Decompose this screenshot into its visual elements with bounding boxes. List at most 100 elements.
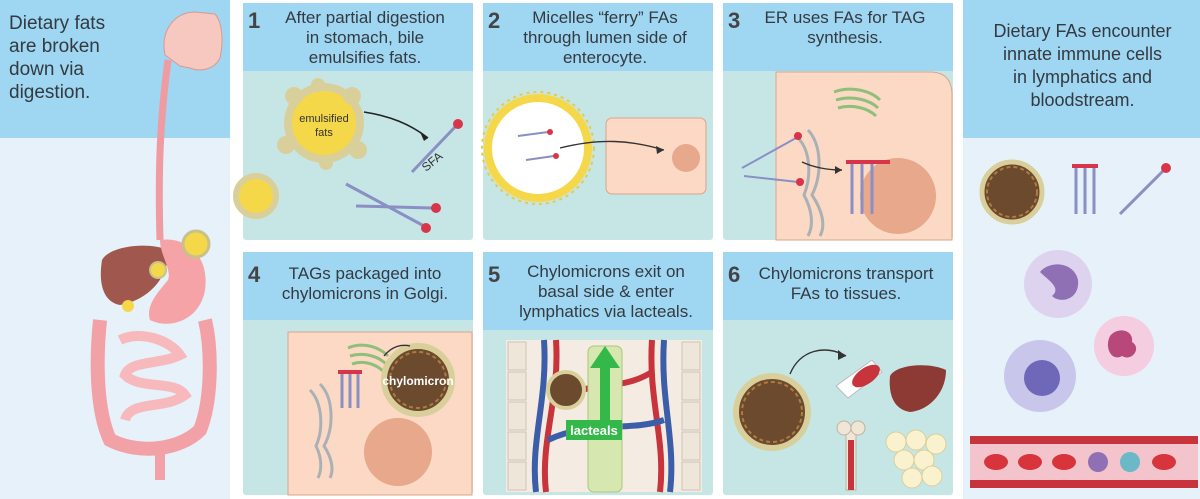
stomach-icon bbox=[149, 239, 206, 324]
emulsified-label: emulsified bbox=[299, 113, 349, 125]
step-caption-6: Chylomicrons transport FAs to tissues. bbox=[740, 264, 952, 304]
step-header-6 bbox=[723, 252, 953, 320]
arrow-icon bbox=[559, 140, 665, 151]
triglyceride-icon bbox=[1072, 164, 1098, 214]
emulsified-fat-droplet-icon bbox=[277, 78, 367, 170]
epithelial-cells-icon bbox=[507, 341, 701, 491]
chylomicron-icon bbox=[733, 373, 811, 451]
fatty-acid-tail-icon bbox=[345, 182, 425, 228]
step-number: 4 bbox=[248, 262, 261, 287]
small-intestine-icon bbox=[117, 331, 192, 423]
fatty-acid-tail-icon bbox=[355, 204, 433, 210]
step-caption-line: in stomach, bile bbox=[305, 28, 425, 47]
neutrophil-icon bbox=[1094, 316, 1154, 376]
fatty-acid-tail-icon bbox=[741, 137, 797, 169]
triglyceride-icon bbox=[846, 160, 890, 214]
head-profile-icon bbox=[163, 11, 223, 71]
arrowhead-icon bbox=[835, 166, 842, 174]
step-caption-line: Chylomicrons transport bbox=[758, 264, 934, 283]
step-caption-1: After partial digestion in stomach, bile… bbox=[260, 8, 470, 68]
fatty-acid-head-icon bbox=[553, 153, 559, 159]
fat-droplet-icon bbox=[149, 261, 167, 279]
nucleus-icon bbox=[860, 158, 936, 234]
step-caption-line: Micelles “ferry” FAs bbox=[532, 8, 678, 27]
step-number: 2 bbox=[488, 8, 501, 33]
esophagus-icon bbox=[155, 59, 172, 241]
step-number: 1 bbox=[248, 8, 261, 33]
adipose-tissue-icon bbox=[885, 429, 947, 489]
digestive-system-illustration bbox=[90, 11, 223, 480]
step-caption-line: ER uses FAs for TAG bbox=[764, 8, 926, 27]
emulsified-label: fats bbox=[315, 127, 333, 139]
blood-vessel-icon bbox=[970, 436, 1198, 488]
step-caption-line: enterocyte. bbox=[562, 48, 648, 67]
chylomicron-icon bbox=[546, 370, 586, 410]
step-caption-line: lymphatics via lacteals. bbox=[519, 302, 693, 321]
step-caption-line: Chylomicrons exit on bbox=[527, 262, 685, 281]
step-header-2 bbox=[483, 3, 713, 71]
muscle-icon bbox=[835, 359, 883, 399]
chylomicron-label: chylomicron bbox=[382, 374, 453, 388]
step-caption-line: synthesis. bbox=[807, 28, 883, 47]
step-caption-line: After partial digestion bbox=[285, 8, 445, 27]
fatty-acid-head-icon bbox=[796, 178, 804, 186]
large-intestine-icon bbox=[90, 318, 217, 456]
fatty-acid-head-icon bbox=[794, 132, 802, 140]
right-panel-header bbox=[963, 0, 1200, 138]
chylomicron-icon bbox=[381, 343, 455, 417]
right-panel-line: bloodstream. bbox=[1030, 90, 1135, 110]
lacteals-label: lacteals bbox=[570, 423, 618, 438]
monocyte-icon bbox=[1024, 250, 1092, 318]
step-caption-line: emulsifies fats. bbox=[308, 48, 422, 67]
endoplasmic-reticulum-icon bbox=[796, 128, 825, 237]
nucleus-icon bbox=[672, 144, 700, 172]
arrowhead-icon bbox=[420, 132, 428, 141]
fatty-acid-head-icon bbox=[1161, 163, 1171, 173]
golgi-icon bbox=[833, 87, 882, 118]
chylomicron-icon bbox=[979, 159, 1045, 225]
micelle-icon bbox=[484, 94, 592, 202]
right-panel-line: Dietary FAs encounter bbox=[993, 21, 1172, 41]
fat-droplet-icon bbox=[233, 173, 279, 219]
fatty-acid-tail-icon bbox=[525, 155, 555, 161]
step-caption-4: TAGs packaged into chylomicrons in Golgi… bbox=[260, 264, 470, 304]
right-panel-line: in lymphatics and bbox=[1012, 67, 1153, 87]
step-number: 5 bbox=[488, 262, 501, 287]
enterocyte-icon bbox=[605, 117, 707, 195]
step-header-1 bbox=[243, 3, 473, 71]
left-panel-line: down via bbox=[9, 59, 84, 80]
step-caption-line: chylomicrons in Golgi. bbox=[281, 284, 449, 303]
step-header-3 bbox=[723, 3, 953, 71]
arrowhead-icon bbox=[838, 350, 846, 360]
fatty-acid-tail-icon bbox=[410, 124, 458, 174]
step-caption-2: Micelles “ferry” FAs through lumen side … bbox=[500, 8, 710, 68]
arrow-up-icon bbox=[590, 346, 620, 420]
fatty-acid-head-icon bbox=[421, 223, 431, 233]
fatty-acid-tail-icon bbox=[517, 131, 549, 137]
right-panel-text: Dietary FAs encounter innate immune cell… bbox=[970, 20, 1195, 112]
triglyceride-icon bbox=[338, 370, 362, 408]
step-number: 3 bbox=[728, 8, 741, 33]
step-number: 6 bbox=[728, 262, 741, 287]
step-caption-line: through lumen side of bbox=[523, 28, 687, 47]
step-caption-line: TAGs packaged into bbox=[288, 264, 442, 283]
left-panel-text: Dietary fats are broken down via digesti… bbox=[9, 12, 149, 104]
arrow-icon bbox=[383, 344, 411, 357]
step-header-5 bbox=[483, 252, 713, 330]
left-panel-line: are broken bbox=[9, 36, 100, 57]
liver-icon bbox=[100, 245, 169, 305]
endoplasmic-reticulum-icon bbox=[308, 382, 334, 479]
fatty-acid-tail-icon bbox=[743, 175, 799, 183]
fatty-acid-head-icon bbox=[547, 129, 553, 135]
lymphocyte-icon bbox=[1004, 340, 1076, 412]
left-panel-line: Dietary fats bbox=[9, 13, 106, 34]
fatty-acid-head-icon bbox=[431, 203, 441, 213]
left-panel: Dietary fats are broken down via digesti… bbox=[0, 0, 230, 499]
right-panel-line: innate immune cells bbox=[1002, 44, 1163, 64]
step-caption-line: basal side & enter bbox=[537, 282, 675, 301]
